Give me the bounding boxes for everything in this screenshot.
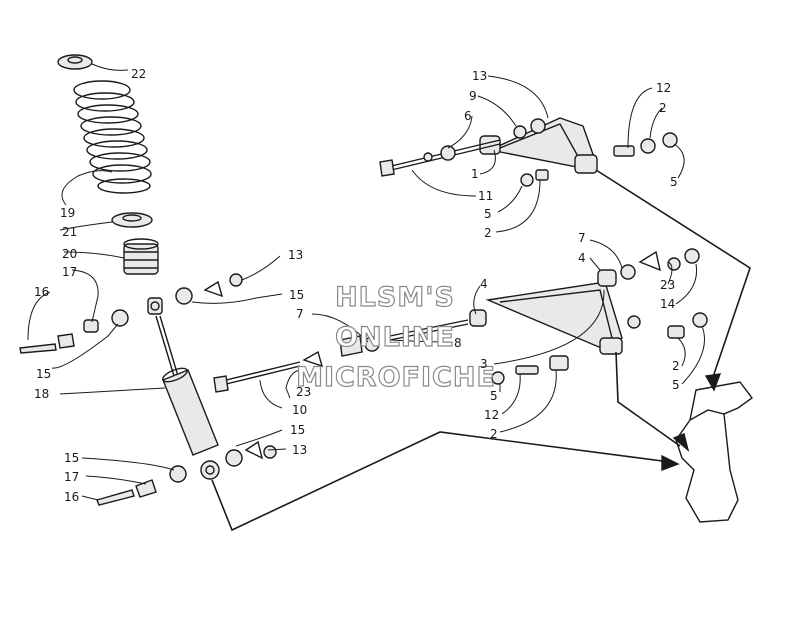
callout-6: 6 [464,109,472,123]
callout-11: 11 [478,189,493,203]
callout-2a: 2 [484,226,492,240]
callout-5d: 5 [672,378,680,392]
callout-23b: 23 [660,278,675,292]
callout-7a: 7 [296,307,304,321]
callout-1: 1 [471,167,479,181]
callout-4a: 4 [480,277,488,291]
callout-numbers: 22 19 21 20 17 16 15 18 13 15 7 23 10 15… [34,67,680,504]
assembly-arrows [211,169,751,532]
callout-3: 3 [480,357,488,371]
watermark-line-2: ONLINE [335,322,455,353]
callout-23a: 23 [296,385,311,399]
callout-15c: 15 [290,423,305,437]
callout-13b: 13 [292,443,307,457]
callout-15d: 15 [64,451,79,465]
callout-5c: 5 [490,389,498,403]
callout-7b: 7 [578,231,586,245]
watermark-line-3: MICROFICHE [296,362,496,393]
callout-15a: 15 [36,367,51,381]
coil-spring [73,80,152,194]
callout-13c: 13 [472,69,487,83]
callout-18: 18 [34,387,49,401]
callout-13a: 13 [288,248,303,262]
callout-19: 19 [60,206,75,220]
callout-5b: 5 [670,175,678,189]
callout-16b: 16 [64,490,79,504]
watermark: HLSM'S ONLINE MICROFICHE [295,281,496,393]
callout-4b: 4 [578,251,586,265]
callout-20: 20 [62,247,77,261]
leader-lines [27,63,705,501]
callout-12b: 12 [484,408,499,422]
lower-a-arm-assembly [213,248,708,393]
callout-22: 22 [131,67,146,81]
callout-21: 21 [62,225,77,239]
spindle-outline [675,381,753,523]
callout-16a: 16 [34,285,49,299]
callout-8: 8 [454,336,462,350]
callout-10: 10 [292,403,307,417]
callout-2b: 2 [659,101,667,115]
spring-shock-assembly [19,54,277,506]
callout-9: 9 [469,89,477,103]
callout-15b: 15 [289,288,304,302]
callout-17a: 17 [62,265,77,279]
shock-body [162,367,219,456]
callout-17b: 17 [64,470,79,484]
callout-14: 14 [660,297,675,311]
callout-2c: 2 [490,427,498,441]
callout-2d: 2 [672,359,680,373]
callout-5a: 5 [484,207,492,221]
callout-12a: 12 [656,81,671,95]
watermark-line-1: HLSM'S [335,282,455,313]
upper-a-arm-assembly [379,117,678,187]
